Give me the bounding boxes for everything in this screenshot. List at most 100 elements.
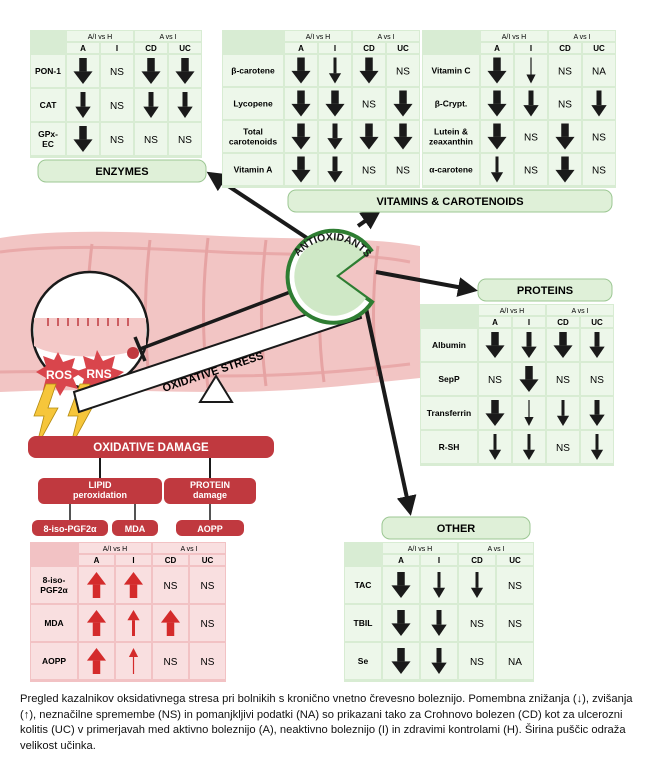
group-header-label: A vs I: [159, 34, 176, 41]
cell-value: NS: [524, 166, 538, 177]
down-arrow-icon: [431, 648, 447, 674]
column-header: I: [438, 556, 440, 565]
column-header: UC: [202, 556, 214, 565]
down-arrow-icon: [391, 648, 411, 674]
row-label: β-carotene: [231, 66, 275, 76]
rns-label: RNS: [86, 367, 111, 381]
cell-value: NS: [110, 135, 124, 146]
row-label: TBIL: [354, 618, 373, 628]
down-arrow-icon: [589, 400, 605, 426]
column-header: A: [492, 318, 498, 327]
cell-value: NS: [164, 657, 178, 668]
down-arrow-icon: [291, 90, 311, 117]
down-arrow-icon: [143, 92, 159, 118]
down-arrow-icon: [359, 57, 379, 84]
down-arrow-icon: [526, 57, 536, 84]
column-header: CD: [165, 556, 177, 565]
row-label: SepP: [438, 374, 460, 384]
cell-value: NS: [178, 135, 192, 146]
row-label: Albumin: [432, 340, 466, 350]
row-label: Vitamin C: [431, 66, 470, 76]
row-label: Lutein &zeaxanthin: [429, 127, 473, 147]
down-arrow-icon: [391, 572, 411, 598]
down-arrow-icon: [291, 123, 311, 150]
group-header-label: A/I vs H: [88, 34, 113, 41]
down-arrow-icon: [488, 434, 502, 460]
cell-value: NS: [558, 67, 572, 78]
cell-value: NS: [488, 375, 502, 386]
down-arrow-icon: [431, 610, 447, 636]
oxidative-damage-title: OXIDATIVE DAMAGE: [93, 442, 209, 454]
cell-value: NS: [556, 375, 570, 386]
cell-value: NS: [592, 133, 606, 144]
cell-value: NS: [201, 619, 215, 630]
column-header: A: [494, 44, 500, 53]
row-label: MDA: [44, 618, 63, 628]
cell-value: NA: [508, 657, 522, 668]
vitamins-carotenoids-label: VITAMINS & CAROTENOIDS: [287, 189, 613, 213]
marker-label: AOPP: [197, 524, 223, 534]
antioxidants-pacman: ANTIOXIDANTS: [285, 228, 375, 325]
up-arrow-icon: [86, 572, 107, 598]
down-arrow-icon: [485, 332, 505, 358]
other-label: OTHER: [381, 516, 531, 540]
column-header: UC: [593, 44, 605, 53]
up-arrow-icon: [86, 648, 107, 674]
down-arrow-icon: [487, 57, 507, 84]
column-header: CD: [559, 44, 571, 53]
down-arrow-icon: [391, 610, 411, 636]
down-arrow-icon: [490, 156, 504, 183]
down-arrow-icon: [487, 123, 507, 150]
cell-value: NS: [524, 133, 538, 144]
column-header: A: [80, 44, 86, 53]
cell-value: NS: [144, 135, 158, 146]
column-header: CD: [145, 44, 157, 53]
row-label: Transferrin: [427, 408, 471, 418]
column-header: CD: [471, 556, 483, 565]
panel-title: VITAMINS & CAROTENOIDS: [376, 196, 523, 208]
up-arrow-icon: [123, 572, 144, 598]
group-header-label: A/I vs H: [306, 34, 331, 41]
down-arrow-icon: [73, 126, 93, 152]
down-arrow-icon: [519, 366, 539, 392]
down-arrow-icon: [325, 90, 345, 117]
group-header-label: A/I vs H: [103, 546, 128, 553]
inhibition-line: [133, 281, 315, 362]
cell-value: NS: [470, 619, 484, 630]
up-arrow-icon: [128, 648, 139, 674]
marker-label: MDA: [125, 524, 146, 534]
row-label: TAC: [355, 580, 372, 590]
column-header: I: [528, 318, 530, 327]
oxidative-stress-diagram: ROS RNS OXIDATIVE STRESS ANTIOXIDANTS A/…: [0, 30, 616, 682]
column-header: I: [530, 44, 532, 53]
group-header-label: A vs I: [377, 34, 394, 41]
row-label: Vitamin A: [234, 165, 273, 175]
row-label: R-SH: [439, 442, 460, 452]
proteins-label: PROTEINS: [477, 278, 613, 302]
down-arrow-icon: [432, 572, 446, 598]
cell-value: NS: [558, 100, 572, 111]
row-label: PON-1: [35, 66, 61, 76]
row-label: AOPP: [42, 656, 66, 666]
cell-value: NS: [396, 67, 410, 78]
column-header: A: [398, 556, 404, 565]
down-arrow-icon: [393, 123, 413, 150]
cell-value: NS: [110, 67, 124, 78]
cell-value: NS: [201, 657, 215, 668]
up-arrow-icon: [160, 610, 181, 636]
row-label: 8-iso-PGF2α: [40, 575, 68, 595]
marker-label: 8-iso-PGF2α: [43, 524, 97, 534]
ros-label: ROS: [46, 368, 72, 382]
cell-value: NS: [362, 100, 376, 111]
down-arrow-icon: [141, 58, 161, 84]
down-arrow-icon: [393, 90, 413, 117]
group-header-label: A vs I: [180, 546, 197, 553]
down-arrow-icon: [487, 90, 507, 117]
